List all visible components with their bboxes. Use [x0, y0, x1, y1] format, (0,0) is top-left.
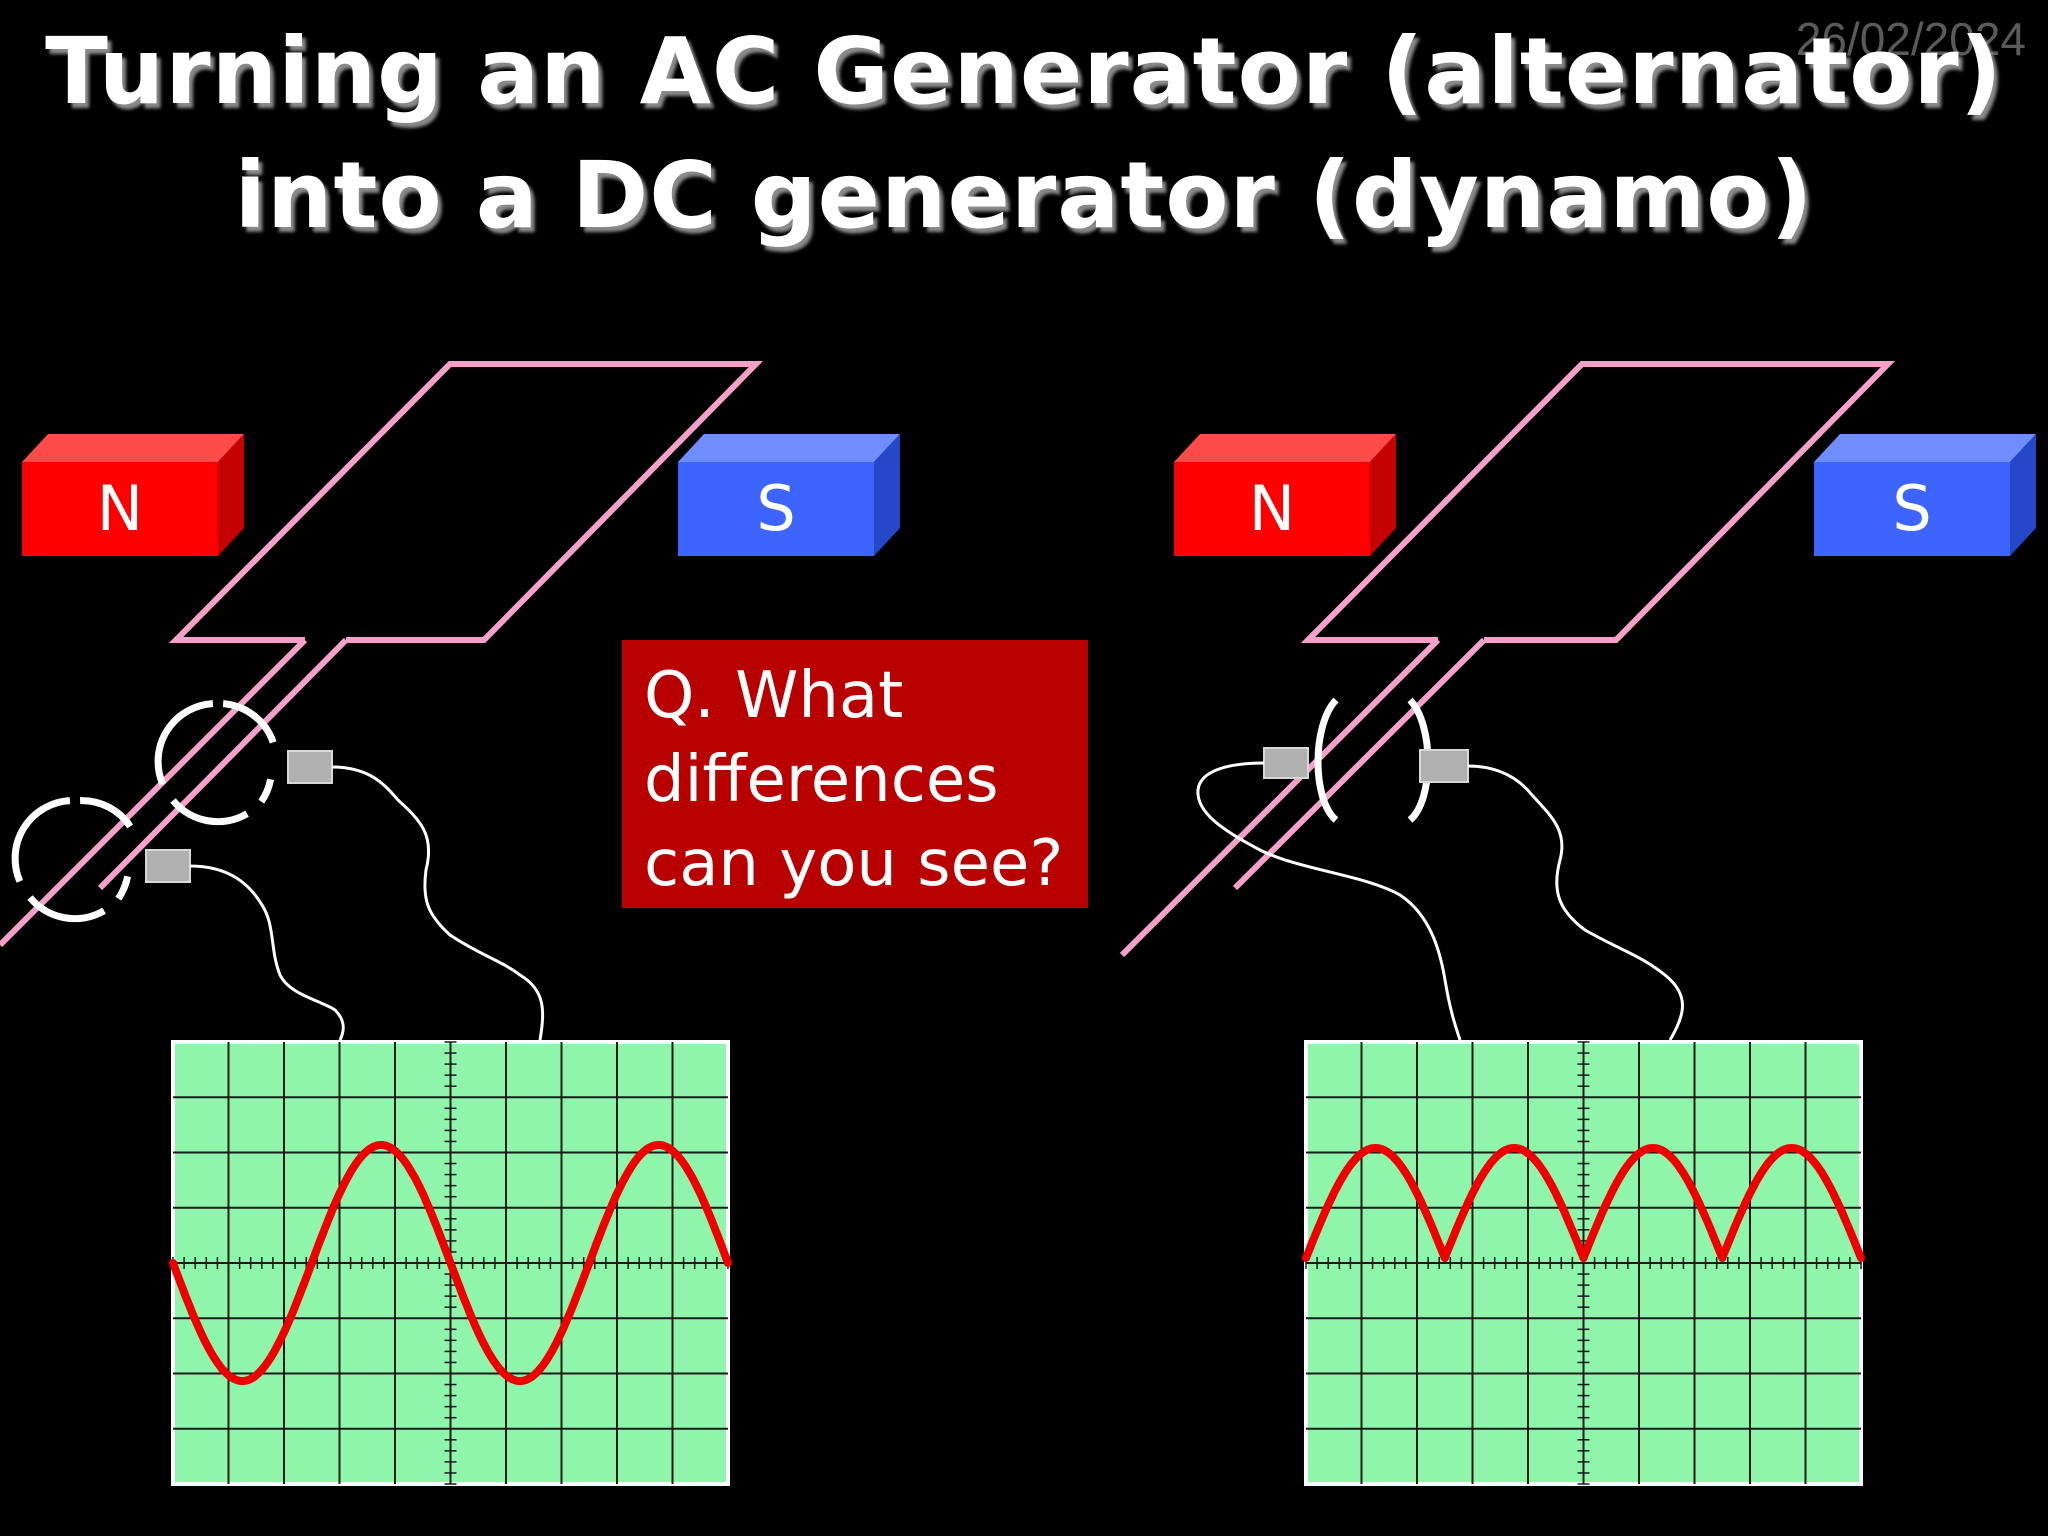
magnet-north-left: N [22, 434, 244, 556]
question-line-3: can you see? [644, 827, 1064, 901]
wires-right [1196, 761, 1684, 1041]
date-label: 26/02/2024 [1795, 13, 2026, 65]
magnet-south-right: S [1814, 434, 2036, 556]
question-box: Q. What differences can you see? [622, 640, 1088, 908]
brushes-right [1263, 747, 1469, 783]
wires-left [189, 765, 545, 1041]
dc-generator: N S [1119, 361, 2036, 1486]
magnet-south-left: S [678, 434, 900, 556]
coil-left [0, 361, 764, 948]
oscilloscope-grid-right [1305, 1041, 1862, 1485]
magnet-north-label-right: N [1249, 472, 1295, 545]
ac-waveform-trace [169, 1141, 732, 1385]
magnet-north-right: N [1174, 434, 1396, 556]
brushes-left [145, 750, 333, 883]
oscilloscope-grid-left [172, 1041, 729, 1485]
magnet-south-label-right: S [1892, 472, 1931, 545]
split-ring-commutator [1314, 697, 1432, 823]
magnet-south-label-left: S [756, 472, 795, 545]
slide-title: Turning an AC Generator (alternator) int… [0, 10, 2048, 258]
oscilloscope-right [1302, 1040, 1865, 1486]
slip-rings [11, 700, 277, 923]
magnet-north-label-left: N [97, 472, 143, 545]
ac-generator: N S [0, 361, 900, 1486]
title-line-2: into a DC generator (dynamo) [234, 142, 1814, 249]
title-line-1: Turning an AC Generator (alternator) [45, 18, 2003, 125]
oscilloscope-left [169, 1040, 732, 1486]
dc-waveform-trace [1302, 1144, 1865, 1262]
coil-right [1119, 361, 1896, 958]
question-line-2: differences [644, 743, 999, 817]
question-line-1: Q. What [644, 659, 904, 733]
